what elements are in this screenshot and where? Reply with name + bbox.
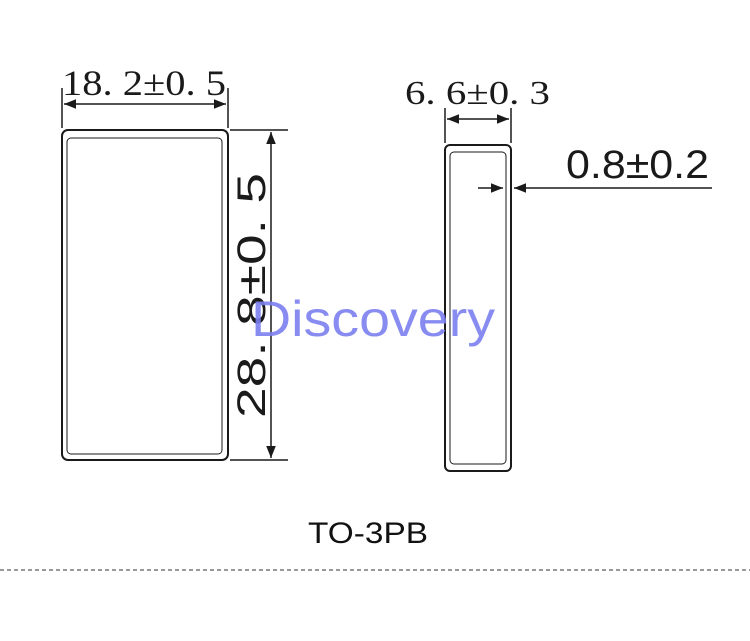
- side-view-outline: [444, 144, 512, 472]
- side-view-inner-outline: [449, 151, 507, 465]
- height-dimension-label: 28. 8±0. 5: [230, 173, 274, 418]
- side-view: 6. 6±0. 3 0.8±0.2: [405, 75, 712, 472]
- watermark-text: Discovery: [251, 291, 495, 347]
- package-label: TO-3PB: [308, 517, 428, 550]
- wall-dimension-label: 0.8±0.2: [566, 143, 709, 187]
- thickness-dimension-label: 6. 6±0. 3: [405, 75, 550, 112]
- width-dimension-label: 18. 2±0. 5: [62, 63, 226, 103]
- front-view: 18. 2±0. 5 28. 8±0. 5: [61, 63, 288, 461]
- front-view-inner-outline: [66, 137, 223, 455]
- front-view-outline: [61, 129, 229, 461]
